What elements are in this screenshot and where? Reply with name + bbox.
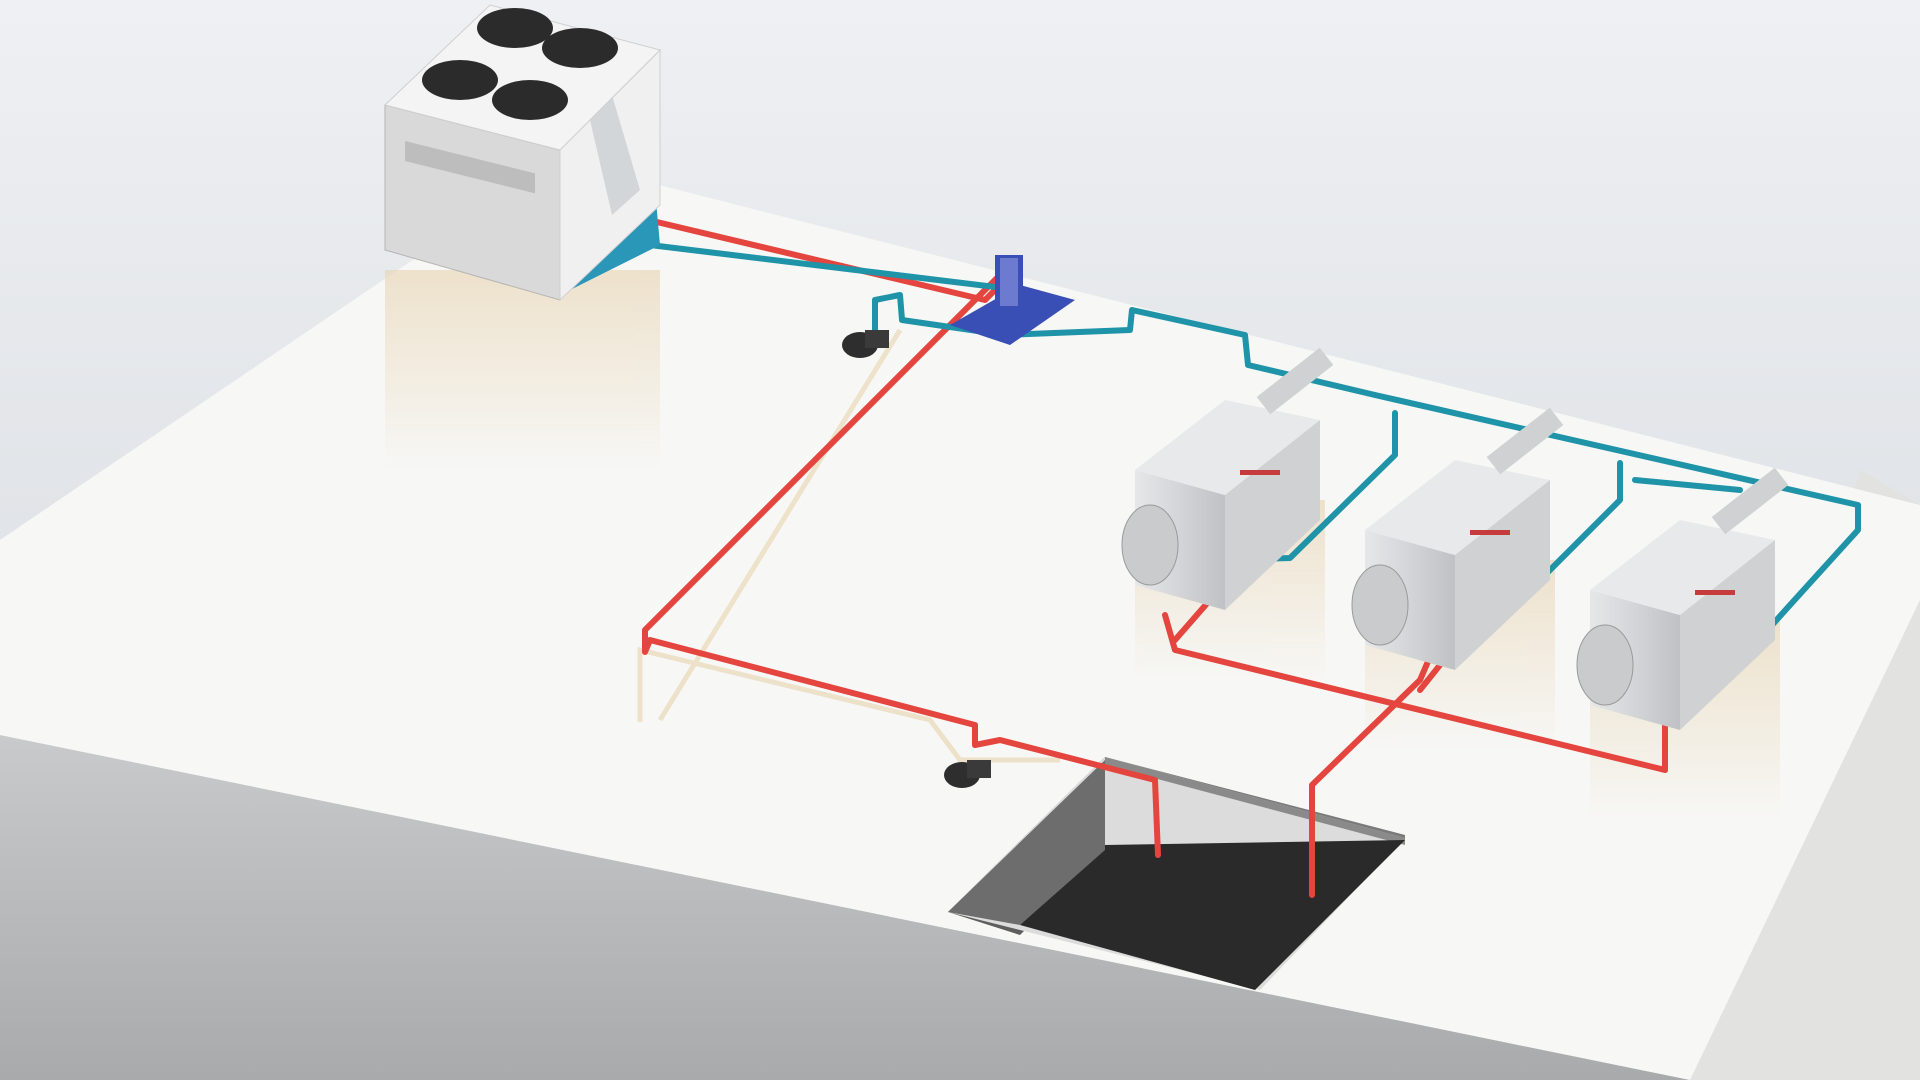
- hot-pipe-header: [1162, 612, 1668, 773]
- injection-molding-machine-icon: [1576, 467, 1789, 730]
- exchanger-skid: [950, 285, 1075, 345]
- machine-1-barrel: [1256, 347, 1334, 415]
- machine-3-label: [1695, 590, 1735, 595]
- machine-2-label: [1470, 530, 1510, 535]
- hot-water-pipes: [597, 207, 1668, 898]
- injection-molding-machine-icon: [1121, 347, 1334, 610]
- cold-pipe-exchanger-loop: [872, 292, 1378, 398]
- circulation-pump-icon: [842, 330, 889, 358]
- exchanger-plates: [1000, 258, 1018, 306]
- pipe-reflection: [637, 646, 1060, 763]
- machine-2-clamp: [1351, 564, 1409, 646]
- pump-2-motor: [967, 760, 991, 778]
- machine-3-barrel: [1711, 467, 1789, 535]
- machine-3-clamp: [1576, 624, 1634, 706]
- machine-3-top: [1590, 520, 1775, 615]
- circulation-pump-icon: [944, 760, 991, 788]
- air-cooled-chiller-icon: [384, 4, 661, 302]
- injection-molding-machine-icon: [1351, 407, 1564, 670]
- cold-pipe-riser-3: [1632, 477, 1743, 493]
- cooling-water-pit-icon: [948, 757, 1405, 990]
- machine-2-barrel: [1486, 407, 1564, 475]
- pit-inner-wall: [1105, 757, 1405, 845]
- chiller-reflection: [385, 270, 660, 470]
- pump-1-motor: [865, 330, 889, 348]
- machine-1-top: [1135, 400, 1320, 495]
- machine-2-side: [1455, 480, 1550, 670]
- hot-pipe-pump-to-pit: [972, 737, 1161, 858]
- hot-pipe-exchanger-down: [642, 272, 1003, 748]
- fan-icon: [422, 8, 618, 120]
- machine-3-side: [1680, 540, 1775, 730]
- pit-floor: [1020, 840, 1405, 990]
- machine-2-top: [1365, 460, 1550, 555]
- machine-1-label: [1240, 470, 1280, 475]
- machine-1-clamp: [1121, 504, 1179, 586]
- chiller-coil-v: [590, 95, 640, 215]
- plate-heat-exchanger-icon: [950, 255, 1075, 345]
- machine-1-side: [1225, 420, 1320, 610]
- chiller-panel: [405, 140, 535, 194]
- pit-side-wall: [948, 760, 1105, 925]
